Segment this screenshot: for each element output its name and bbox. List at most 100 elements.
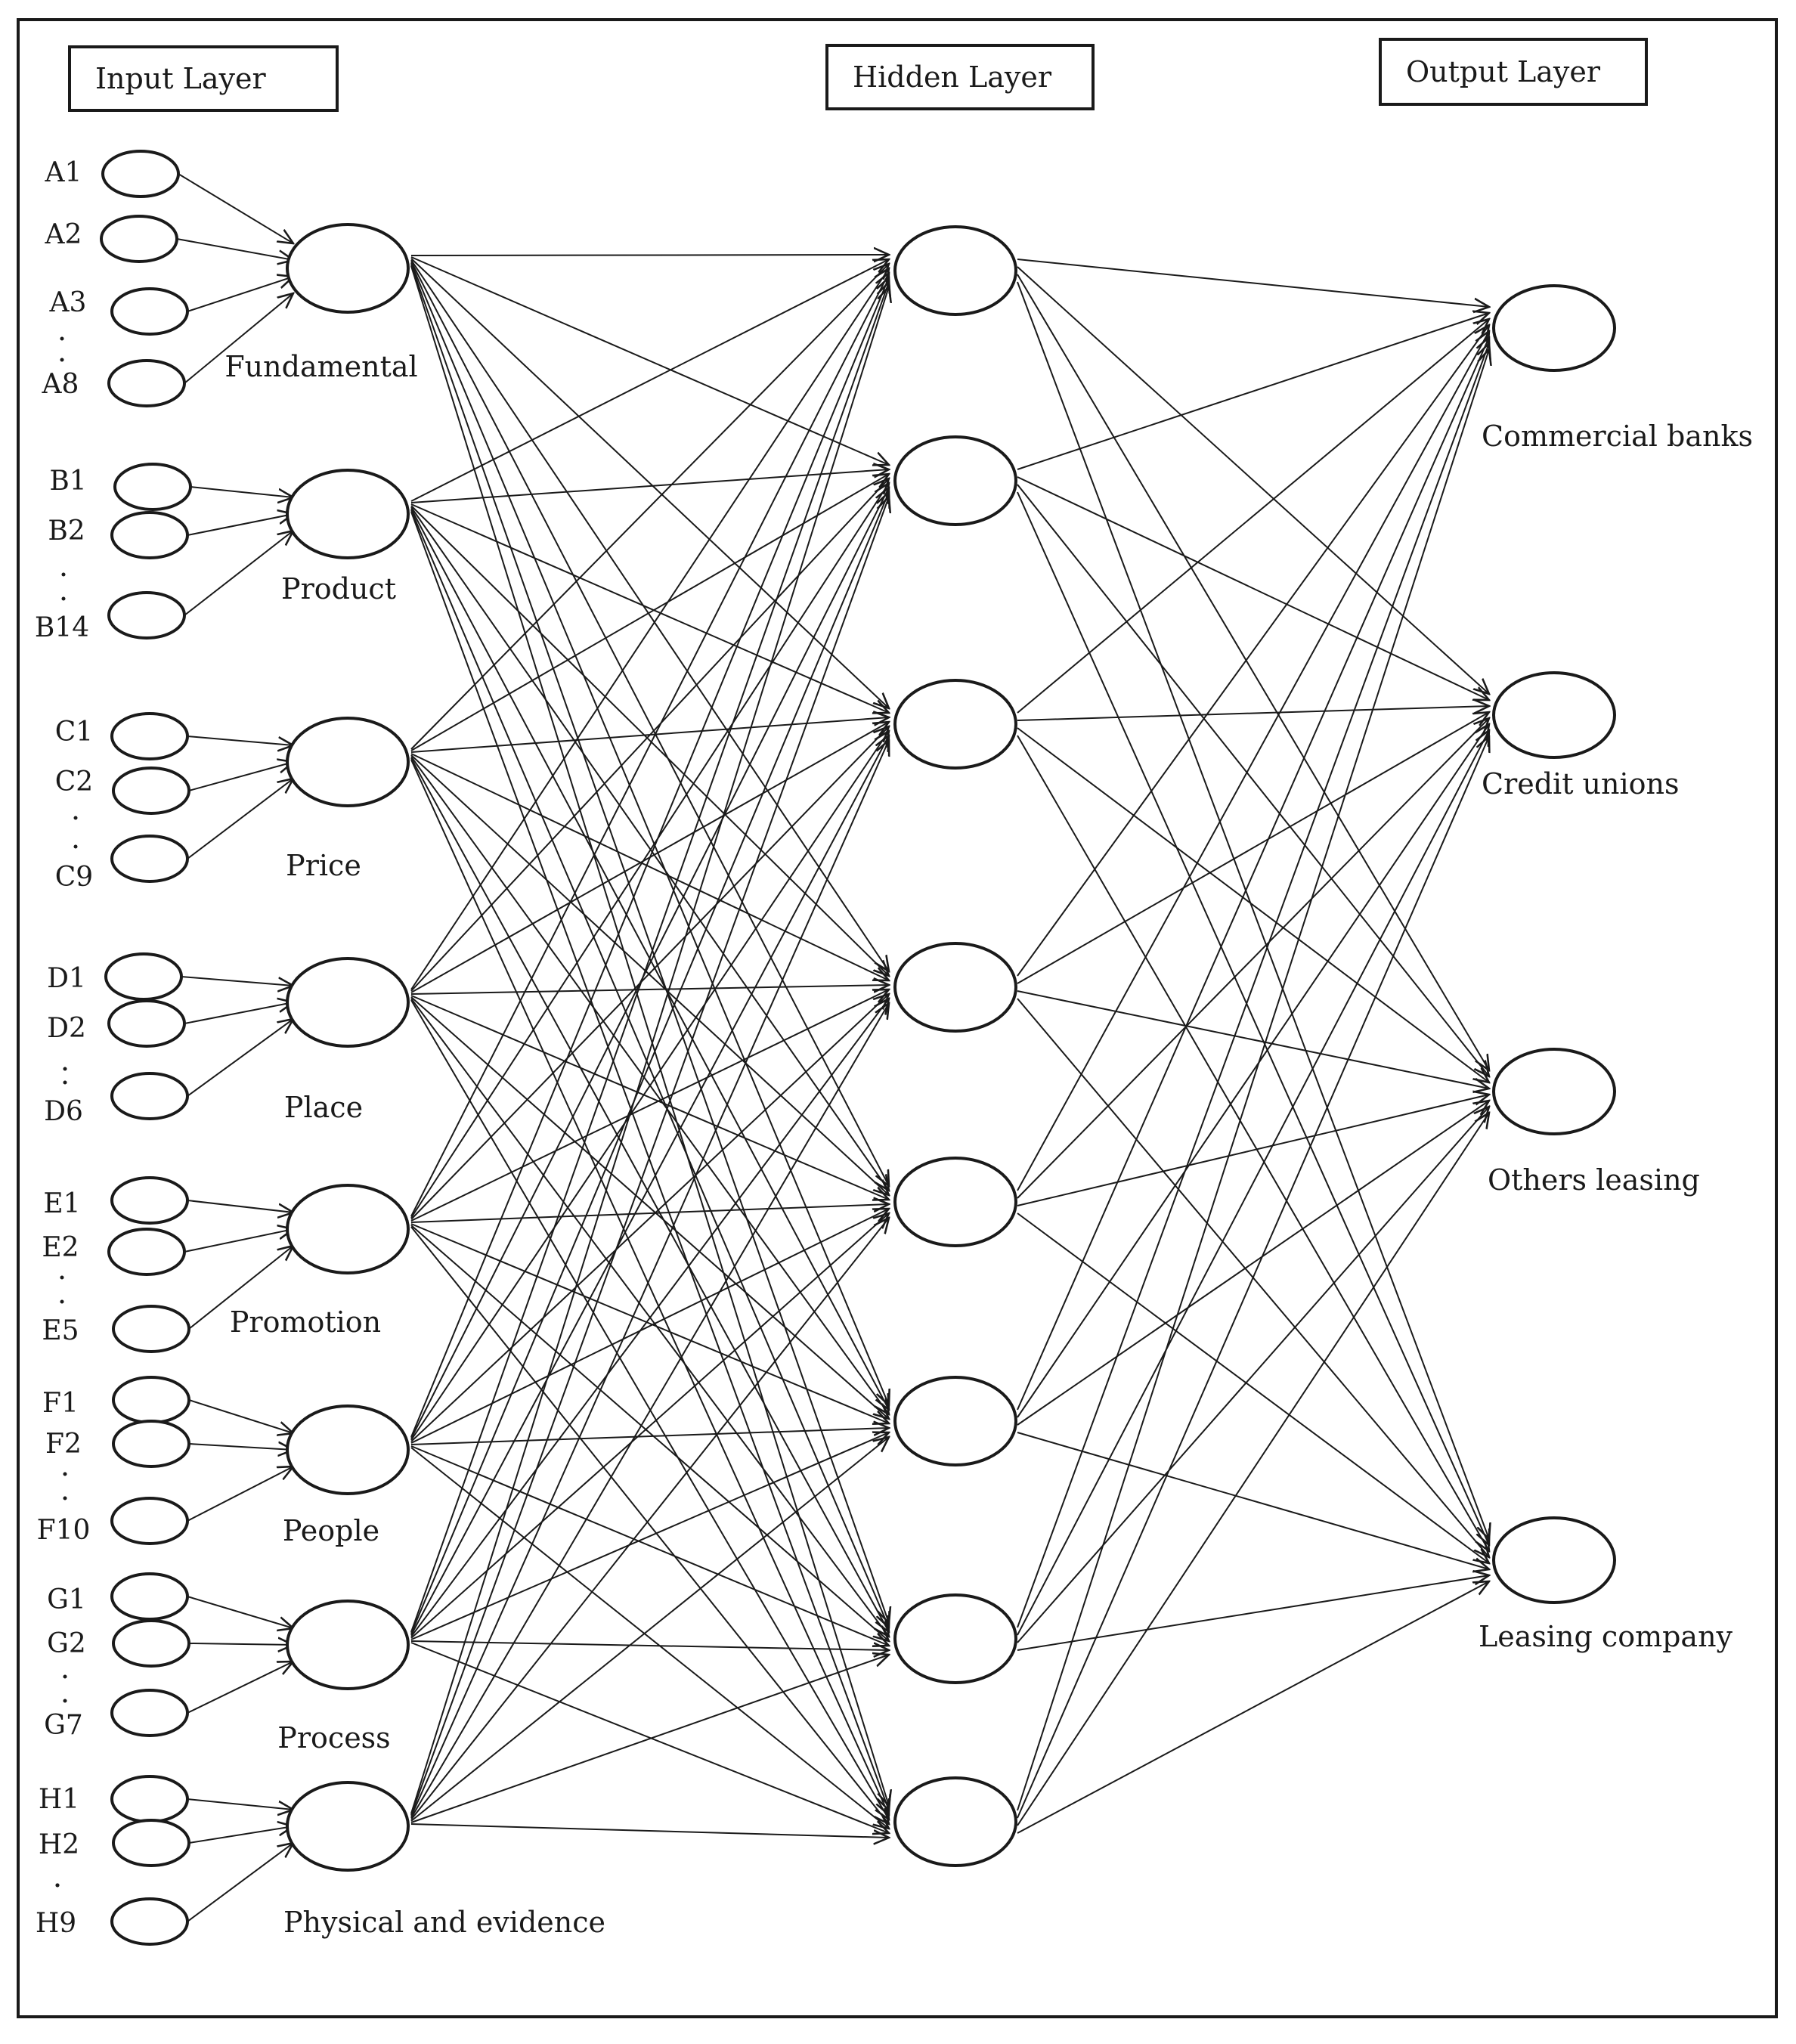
input-node-a8	[107, 359, 186, 407]
edge-cat4-hidden2	[410, 726, 889, 1220]
input-edge-h9	[187, 1843, 293, 1922]
input-edge-h1	[187, 1798, 293, 1810]
input-label-g2: G2	[47, 1628, 86, 1659]
input-edge-a2	[176, 238, 293, 260]
input-edge-c1	[187, 736, 293, 745]
input-node-c2	[112, 766, 190, 815]
edge-hidden6-out3	[1017, 1575, 1489, 1651]
edge-cat6-hidden3	[410, 999, 889, 1637]
input-edge-g1	[187, 1596, 293, 1628]
edge-hidden6-out2	[1017, 1107, 1489, 1643]
edge-hidden5-out2	[1017, 1101, 1489, 1426]
input-node-e2	[107, 1228, 186, 1276]
edge-cat3-hidden4	[410, 995, 889, 1200]
input-label-b2: B2	[48, 516, 85, 547]
edge-hidden0-out2	[1017, 274, 1489, 1070]
edge-hidden3-out0	[1017, 325, 1489, 977]
edge-cat6-hidden2	[410, 736, 889, 1636]
input-node-f1	[112, 1376, 190, 1424]
ellipsis-dot	[63, 1496, 67, 1500]
edge-cat4-hidden6	[410, 1225, 889, 1641]
ellipsis-dot	[73, 816, 78, 820]
hidden-node-5	[893, 1157, 1017, 1247]
edge-hidden6-out0	[1017, 343, 1489, 1628]
input-node-h2	[112, 1819, 190, 1867]
edge-cat6-hidden0	[410, 282, 889, 1633]
input-node-e5	[112, 1305, 190, 1353]
output-node-4	[1492, 1516, 1616, 1604]
ellipsis-dot	[63, 1699, 67, 1703]
edge-cat7-hidden6	[410, 1655, 889, 1823]
edge-hidden1-out3	[1017, 491, 1489, 1545]
output-label-1: Commercial banks	[1482, 420, 1753, 453]
edge-cat6-hidden4	[410, 1213, 889, 1639]
input-node-a3	[110, 287, 189, 336]
edge-hidden3-out2	[1017, 990, 1489, 1089]
edge-cat1-hidden2	[410, 503, 889, 713]
category-node-2	[286, 717, 410, 807]
input-node-f2	[112, 1420, 190, 1468]
category-node-0	[286, 223, 410, 314]
edge-cat4-hidden3	[410, 989, 889, 1222]
ellipsis-dot	[63, 1472, 67, 1476]
ellipsis-dot	[73, 844, 78, 849]
edge-hidden5-out1	[1017, 724, 1489, 1418]
ellipsis-dot	[60, 336, 64, 341]
edge-cat2-hidden4	[410, 754, 889, 1195]
edge-cat3-hidden0	[410, 268, 889, 990]
edge-cat6-hidden5	[410, 1432, 889, 1640]
edge-cat7-hidden3	[410, 1003, 889, 1819]
edge-cat5-hidden6	[410, 1445, 889, 1646]
category-label-6: Process	[277, 1721, 390, 1754]
edge-cat0-hidden6	[410, 264, 889, 1623]
category-node-1	[286, 469, 410, 559]
edge-cat1-hidden5	[410, 508, 889, 1410]
category-node-4	[286, 1184, 410, 1274]
edge-cat5-hidden1	[410, 488, 889, 1439]
hidden-layer-title: Hidden Layer	[825, 44, 1095, 110]
input-node-b14	[107, 591, 186, 640]
input-label-g1: G1	[47, 1584, 86, 1615]
input-edge-c2	[188, 762, 293, 791]
edge-cat1-hidden0	[410, 259, 889, 502]
edge-cat1-hidden7	[410, 511, 889, 1810]
edge-cat0-hidden2	[410, 258, 889, 708]
input-label-c2: C2	[55, 766, 93, 797]
category-node-5	[286, 1404, 410, 1495]
category-label-2: Price	[286, 849, 361, 882]
input-label-g7: G7	[44, 1710, 83, 1741]
edge-cat7-hidden4	[410, 1218, 889, 1820]
edge-hidden2-out2	[1017, 727, 1489, 1082]
input-label-b1: B1	[49, 466, 86, 497]
edge-cat7-hidden7	[410, 1823, 889, 1838]
edge-cat0-hidden3	[410, 259, 889, 971]
edge-cat3-hidden3	[410, 985, 889, 995]
edge-cat4-hidden1	[410, 483, 889, 1219]
category-node-6	[286, 1600, 410, 1690]
ellipsis-dot	[60, 1299, 64, 1304]
output-label-4: Leasing company	[1479, 1620, 1733, 1653]
input-edge-h2	[188, 1826, 293, 1844]
input-edge-f1	[188, 1399, 293, 1433]
edge-cat4-hidden5	[410, 1223, 889, 1423]
input-edge-d6	[187, 1019, 293, 1097]
input-node-e1	[110, 1176, 189, 1225]
input-node-a2	[100, 215, 178, 263]
input-label-a1: A1	[45, 157, 82, 188]
ellipsis-dot	[55, 1883, 60, 1888]
input-edge-e1	[187, 1200, 293, 1212]
input-label-a2: A2	[45, 219, 82, 250]
edge-cat3-hidden1	[410, 478, 889, 992]
edge-hidden3-out1	[1017, 712, 1489, 984]
input-node-h1	[110, 1775, 189, 1823]
edge-cat7-hidden0	[410, 286, 889, 1814]
edge-hidden7-out2	[1017, 1113, 1489, 1826]
input-node-g7	[110, 1689, 189, 1737]
input-label-a8: A8	[42, 369, 79, 400]
input-edge-a8	[184, 293, 293, 384]
output-node-3	[1492, 1048, 1616, 1135]
input-label-f1: F1	[42, 1388, 79, 1419]
input-label-d2: D2	[47, 1013, 86, 1044]
input-edge-e2	[184, 1229, 293, 1253]
edge-hidden7-out0	[1017, 349, 1489, 1811]
